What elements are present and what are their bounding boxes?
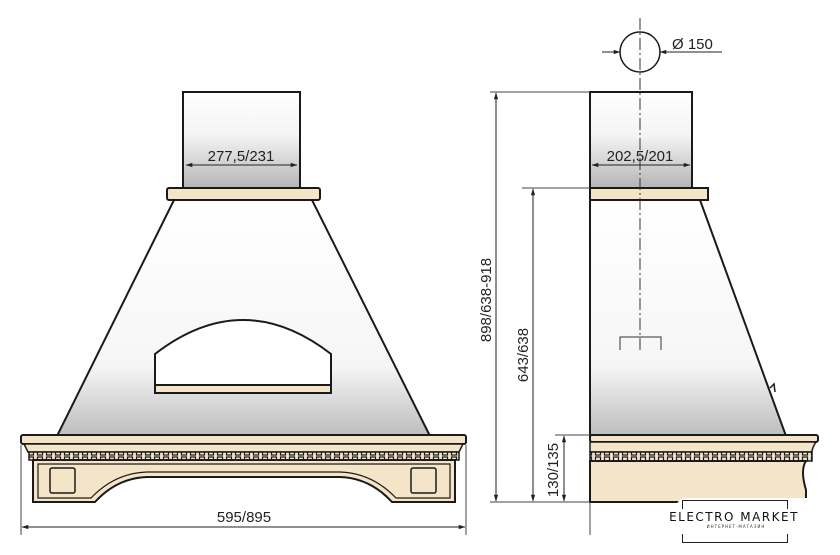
cornice-dentil-band bbox=[28, 451, 460, 461]
cornice-top-molding bbox=[20, 434, 467, 445]
side-cornice-top bbox=[589, 434, 819, 443]
front-cornice bbox=[20, 434, 467, 503]
front-view: 277,5/231 595/895 bbox=[20, 91, 467, 535]
cornice-right-square bbox=[410, 467, 437, 494]
side-view: Ø 150 202,5/201 898/638-918 643/638 130/… bbox=[478, 18, 819, 535]
front-arch-window bbox=[154, 319, 332, 386]
front-total-width-label: 595/895 bbox=[217, 509, 271, 526]
side-cornice-bevel bbox=[589, 441, 818, 453]
total-height-label: 898/638-918 bbox=[478, 258, 495, 342]
front-chimney bbox=[182, 91, 301, 189]
duct-diameter-label: Ø 150 bbox=[672, 36, 713, 53]
side-hood-body bbox=[589, 199, 788, 437]
front-chimney-width-label: 277,5/231 bbox=[208, 148, 275, 165]
side-cornice-panel bbox=[589, 460, 808, 503]
cornice-left-square bbox=[49, 467, 76, 494]
mounting-bracket bbox=[619, 336, 662, 350]
body-height-label: 643/638 bbox=[515, 328, 532, 382]
side-cornice bbox=[589, 434, 819, 503]
logo-frame-bottom bbox=[682, 534, 788, 543]
side-dentil-band bbox=[589, 451, 813, 462]
cornice-lower-panel bbox=[32, 459, 456, 503]
front-arch-trim bbox=[154, 384, 332, 394]
side-chimney-depth-label: 202,5/201 bbox=[607, 148, 674, 165]
cornice-height-label: 130/135 bbox=[545, 443, 562, 497]
front-hood-cone bbox=[55, 199, 432, 437]
side-top-trim bbox=[589, 187, 709, 201]
logo-frame-top bbox=[682, 500, 788, 509]
side-clip bbox=[769, 382, 776, 393]
cornice-inner-border bbox=[37, 463, 451, 499]
logo-subtitle: ИНТЕРНЕТ-МАГАЗИН bbox=[706, 524, 766, 529]
side-chimney bbox=[589, 91, 693, 189]
electro-market-watermark: ELECTRO MARKET ИНТЕРНЕТ-МАГАЗИН bbox=[669, 498, 836, 548]
cornice-bevel bbox=[22, 443, 465, 453]
logo-title: ELECTRO MARKET bbox=[669, 510, 799, 524]
front-top-trim bbox=[166, 187, 321, 201]
